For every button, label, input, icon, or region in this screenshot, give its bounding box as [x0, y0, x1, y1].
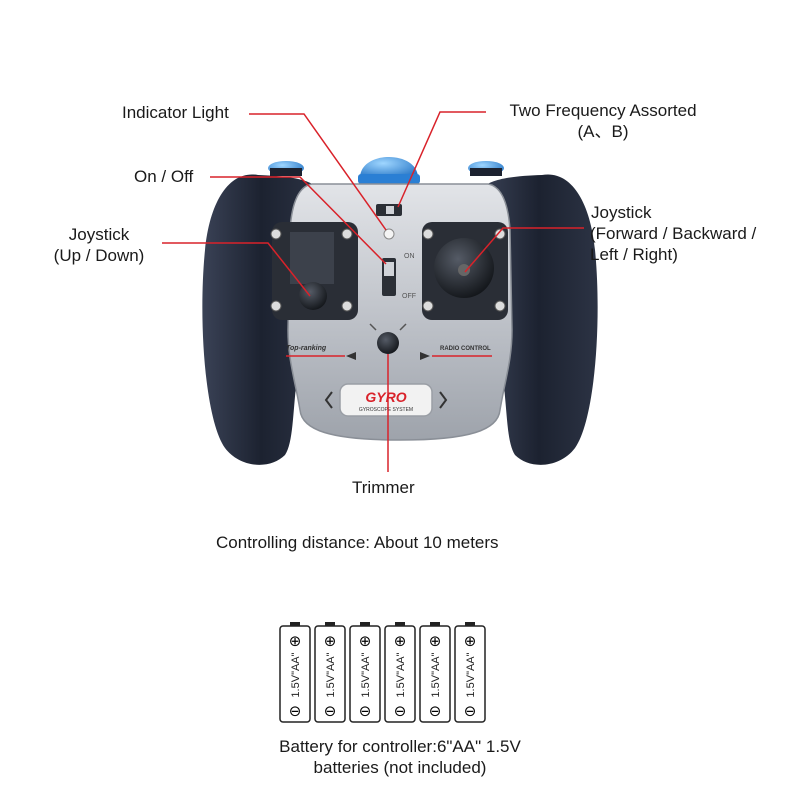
battery: ⊕ 1.5V"AA" ⊖ [384, 622, 416, 723]
label-joystick-right-line3: Left / Right) [590, 245, 678, 264]
battery-plus-icon: ⊕ [289, 632, 302, 650]
leader-joystick-left [162, 242, 311, 297]
trimmer-knob [377, 332, 399, 354]
battery-terminal [325, 622, 335, 626]
leader-on-off [210, 176, 387, 265]
label-battery-line2: batteries (not included) [313, 758, 487, 777]
gyro-text: GYRO [365, 389, 406, 405]
battery-minus-icon: ⊖ [394, 702, 407, 720]
battery: ⊕ 1.5V"AA" ⊖ [349, 622, 381, 723]
battery-plus-icon: ⊕ [429, 632, 442, 650]
switch-off-text: OFF [402, 293, 416, 300]
battery-label: 1.5V"AA" [430, 652, 442, 697]
battery-plus-icon: ⊕ [394, 632, 407, 650]
label-joystick-left-line2: (Up / Down) [53, 246, 145, 265]
label-trimmer: Trimmer [352, 478, 415, 497]
battery-label: 1.5V"AA" [325, 652, 337, 697]
label-distance: Controlling distance: About 10 meters [216, 533, 499, 552]
battery-label: 1.5V"AA" [290, 652, 302, 697]
gyro-badge [339, 383, 433, 417]
label-two-frequency-line2: (A、B) [577, 122, 629, 141]
frequency-cap [360, 157, 418, 178]
switch-on-text: ON [404, 253, 415, 260]
label-two-frequency-line1: Two Frequency Assorted [509, 101, 697, 120]
battery-terminal [395, 622, 405, 626]
left-joystick [299, 282, 327, 310]
brand-text: Top-ranking [286, 345, 327, 352]
battery: ⊕ 1.5V"AA" ⊖ [314, 622, 346, 723]
label-joystick-right: Joystick (Forward / Backward / Left / Ri… [590, 202, 756, 265]
label-joystick-left: Joystick (Up / Down) [40, 224, 158, 266]
battery-label: 1.5V"AA" [395, 652, 407, 697]
battery-minus-icon: ⊖ [359, 702, 372, 720]
leader-joystick-right [464, 227, 584, 273]
battery-label: 1.5V"AA" [360, 652, 372, 697]
battery: ⊕ 1.5V"AA" ⊖ [279, 622, 311, 723]
label-joystick-right-line1: Joystick [591, 203, 652, 222]
radio-control-text: RADIO CONTROL [440, 346, 491, 352]
label-joystick-right-line2: (Forward / Backward / [590, 224, 757, 243]
label-battery-line1: Battery for controller:6"AA" 1.5V [279, 737, 521, 756]
battery: ⊕ 1.5V"AA" ⊖ [454, 622, 486, 723]
battery-terminal [430, 622, 440, 626]
gyro-sub-text: GYROSCOPE SYSTEM [359, 407, 413, 413]
label-two-frequency: Two Frequency Assorted (A、B) [490, 100, 716, 142]
battery-minus-icon: ⊖ [429, 702, 442, 720]
battery-label: 1.5V"AA" [465, 652, 477, 697]
leader-two-frequency [397, 111, 486, 208]
battery-minus-icon: ⊖ [464, 702, 477, 720]
battery-terminal [290, 622, 300, 626]
battery-terminal [360, 622, 370, 626]
label-on-off: On / Off [134, 167, 194, 186]
leader-indicator-light [249, 113, 387, 231]
battery-group: ⊕ 1.5V"AA" ⊖ ⊕ 1.5V"AA" ⊖ ⊕ 1.5V"AA" ⊖ ⊕ 1.5V"AA" ⊖… [279, 622, 486, 723]
battery-terminal [465, 622, 475, 626]
battery-plus-icon: ⊕ [324, 632, 337, 650]
label-joystick-left-line1: Joystick [68, 225, 130, 244]
indicator-light [383, 228, 395, 240]
battery-plus-icon: ⊕ [359, 632, 372, 650]
label-battery: Battery for controller:6"AA" 1.5V batter… [220, 736, 580, 778]
label-indicator-light: Indicator Light [122, 103, 229, 122]
battery-plus-icon: ⊕ [464, 632, 477, 650]
battery-minus-icon: ⊖ [324, 702, 337, 720]
battery: ⊕ 1.5V"AA" ⊖ [419, 622, 451, 723]
battery-minus-icon: ⊖ [289, 702, 302, 720]
